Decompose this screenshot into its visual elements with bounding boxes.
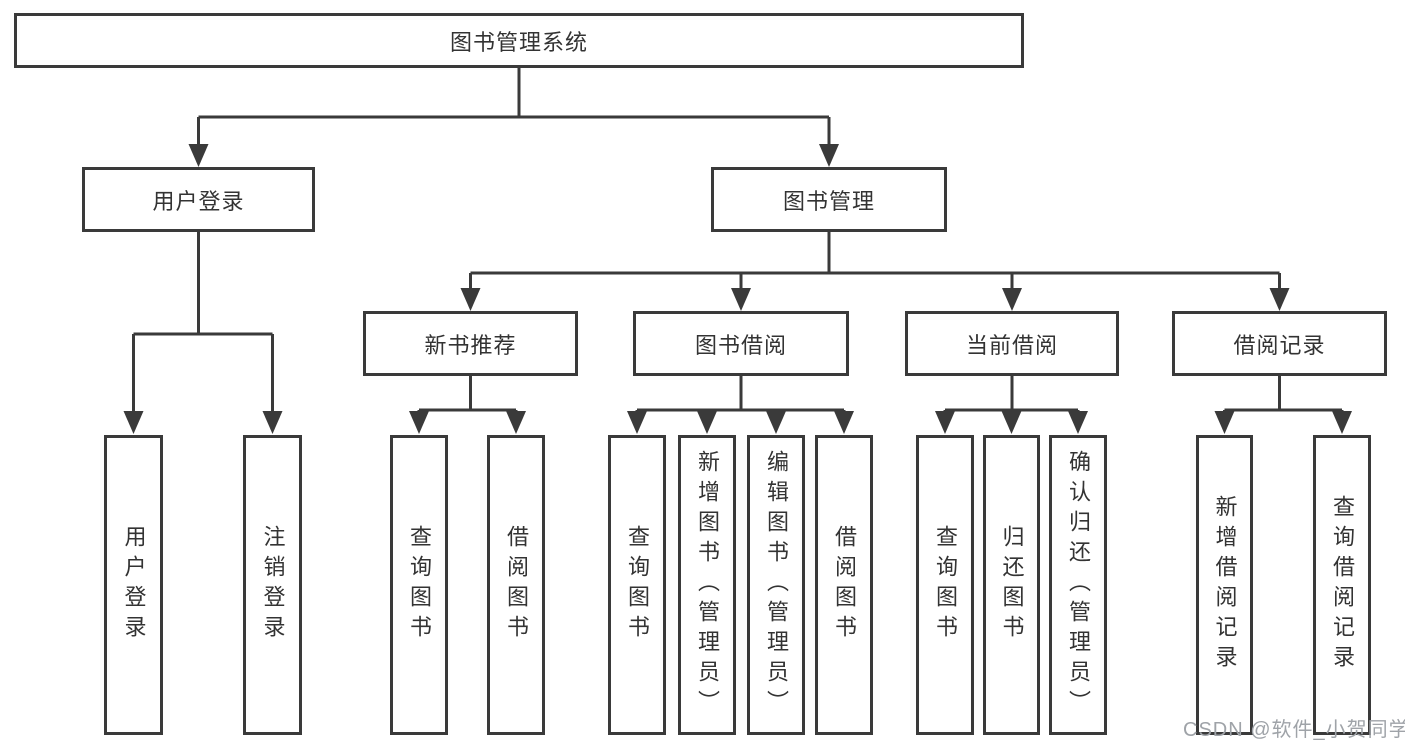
leaf-records-query-record: 查询借阅记录 <box>1313 435 1371 735</box>
leaf-user-login: 用户登录 <box>104 435 163 735</box>
node-borrowing-records: 借阅记录 <box>1172 311 1387 376</box>
leaf-borrowing-query-books: 查询图书 <box>608 435 666 735</box>
leaf-borrowing-add-books-admin: 新增图书（管理员） <box>678 435 736 735</box>
node-user-login: 用户登录 <box>82 167 315 232</box>
node-library-management-system: 图书管理系统 <box>14 13 1024 68</box>
leaf-borrowing-borrow-books: 借阅图书 <box>815 435 873 735</box>
node-current-borrowing: 当前借阅 <box>905 311 1119 376</box>
leaf-current-query-books: 查询图书 <box>916 435 974 735</box>
leaf-borrowing-edit-books-admin: 编辑图书（管理员） <box>747 435 805 735</box>
node-book-borrowing: 图书借阅 <box>633 311 849 376</box>
leaf-recommend-query-books: 查询图书 <box>390 435 448 735</box>
connector-paths <box>132 68 1344 418</box>
leaf-current-return-books: 归还图书 <box>983 435 1040 735</box>
csdn-watermark: CSDN @软件_小贺同学 <box>1183 719 1405 741</box>
leaf-records-add-record: 新增借阅记录 <box>1196 435 1253 735</box>
node-new-book-recommend: 新书推荐 <box>363 311 578 376</box>
arrowheads <box>123 144 1352 434</box>
leaf-current-confirm-return-admin: 确认归还（管理员） <box>1049 435 1107 735</box>
node-book-management: 图书管理 <box>711 167 947 232</box>
leaf-logout: 注销登录 <box>243 435 302 735</box>
leaf-recommend-borrow-books: 借阅图书 <box>487 435 545 735</box>
